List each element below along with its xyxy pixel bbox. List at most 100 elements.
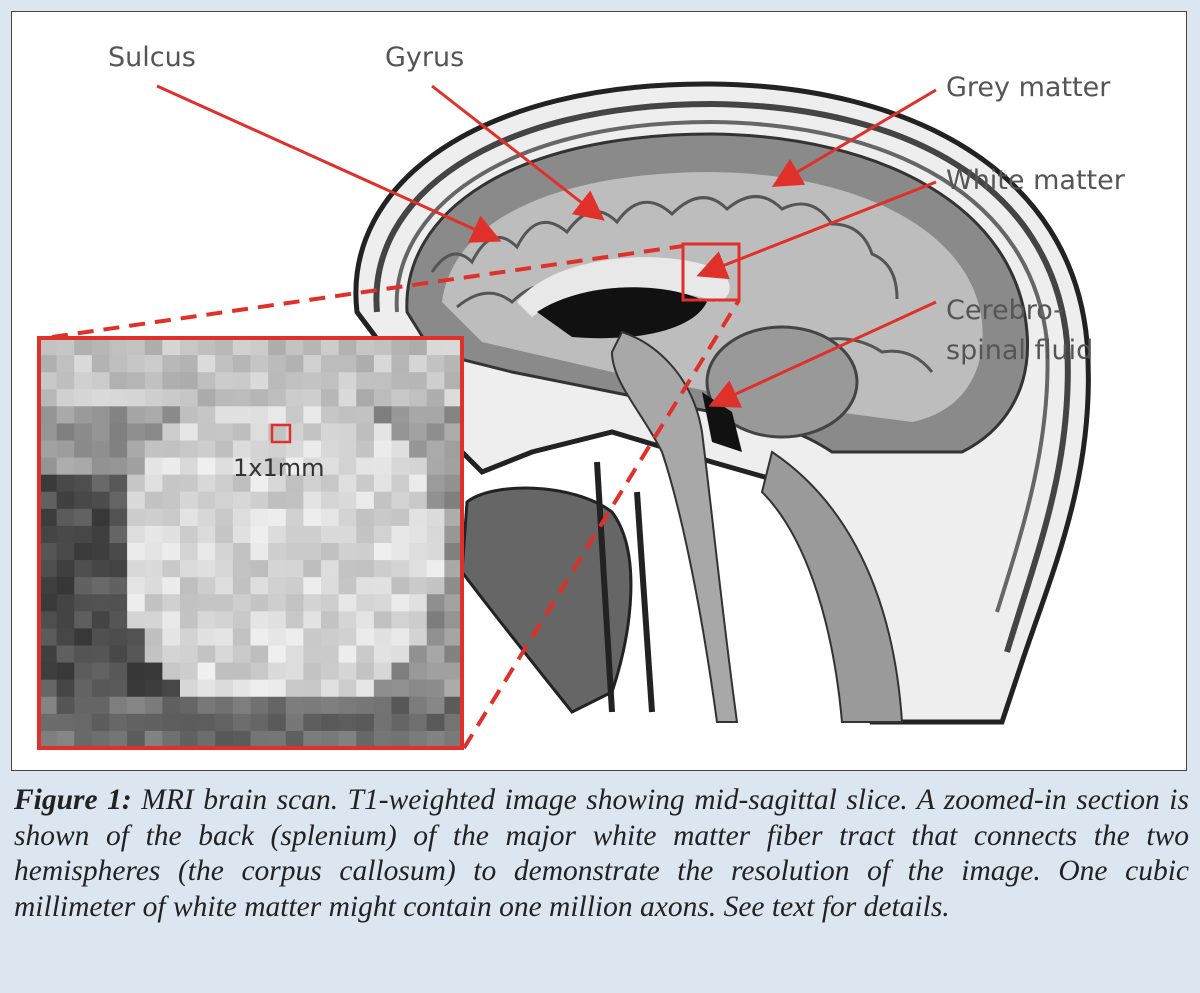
inset-pixel — [285, 389, 304, 407]
inset-pixel — [180, 713, 199, 732]
inset-pixel — [144, 423, 163, 441]
inset-pixel — [250, 560, 269, 578]
inset-pixel — [180, 594, 199, 612]
inset-pixel — [409, 525, 428, 544]
inset-pixel — [338, 508, 357, 527]
inset-pixel — [215, 440, 234, 459]
inset-pixel — [303, 355, 322, 373]
inset-pixel — [91, 457, 110, 476]
inset-pixel — [373, 508, 392, 527]
inset-pixel — [109, 713, 128, 732]
inset-pixel — [444, 628, 463, 646]
inset-pixel — [321, 577, 340, 595]
inset-pixel — [91, 543, 110, 561]
inset-pixel — [109, 406, 128, 424]
inset-pixel — [426, 338, 445, 356]
inset-pixel — [180, 577, 199, 595]
inset-pixel — [56, 355, 75, 373]
inset-pixel — [144, 508, 163, 527]
inset-pixel — [232, 730, 251, 749]
inset-pixel — [268, 355, 287, 373]
inset-frame — [37, 336, 464, 750]
inset-pixel — [109, 594, 128, 612]
inset-pixel — [109, 372, 128, 390]
label-csf-line2: spinal fluid — [946, 335, 1094, 366]
inset-pixel — [109, 662, 128, 681]
inset-pixel — [391, 713, 410, 732]
inset-pixel — [144, 491, 163, 510]
inset-pixel — [56, 406, 75, 424]
inset-pixel — [268, 389, 287, 407]
inset-pixel — [338, 543, 357, 561]
inset-pixel — [268, 560, 287, 578]
inset-pixel — [162, 338, 181, 356]
inset-pixel — [180, 355, 199, 373]
inset-pixel — [391, 525, 410, 544]
inset-pixel — [215, 577, 234, 595]
inset-pixel — [426, 440, 445, 459]
inset-pixel — [197, 355, 216, 373]
inset-pixel — [74, 594, 93, 612]
inset-pixel — [338, 679, 357, 698]
inset-pixel — [197, 713, 216, 732]
inset-pixel — [162, 423, 181, 441]
inset-pixel — [444, 508, 463, 527]
inset-pixel — [74, 457, 93, 476]
inset-pixel — [373, 645, 392, 664]
inset-pixel — [268, 611, 287, 629]
inset-pixel — [303, 560, 322, 578]
inset-pixel — [338, 577, 357, 595]
inset-pixel — [109, 543, 128, 561]
inset-pixel — [109, 696, 128, 715]
inset-pixel — [268, 696, 287, 715]
inset-pixel — [162, 628, 181, 646]
inset-pixel — [162, 474, 181, 493]
inset-pixel — [39, 406, 58, 424]
inset-pixel — [268, 525, 287, 544]
inset-pixel — [285, 679, 304, 698]
inset-pixel — [215, 696, 234, 715]
inset-pixel — [409, 679, 428, 698]
inset-pixel — [285, 406, 304, 424]
inset-pixel — [391, 696, 410, 715]
inset-pixel — [144, 560, 163, 578]
inset-pixel — [144, 372, 163, 390]
inset-pixel — [232, 389, 251, 407]
inset-pixel — [285, 491, 304, 510]
inset-pixel — [56, 440, 75, 459]
inset-pixel — [232, 423, 251, 441]
inset-pixel — [250, 594, 269, 612]
inset-pixel — [250, 457, 269, 476]
brainstem — [610, 330, 739, 723]
inset-pixel — [444, 679, 463, 698]
inset-pixel — [180, 508, 199, 527]
inset-pixel — [74, 730, 93, 749]
inset-pixel — [127, 372, 146, 390]
inset-pixel — [56, 474, 75, 493]
inset-pixel — [215, 628, 234, 646]
inset-pixel — [338, 474, 357, 493]
inset-pixel — [285, 474, 304, 493]
inset-pixel — [285, 372, 304, 390]
inset-pixel — [285, 355, 304, 373]
inset-pixel — [285, 508, 304, 527]
inset-pixel — [391, 679, 410, 698]
inset-pixel — [39, 389, 58, 407]
inset-pixel — [426, 474, 445, 493]
inset-pixel — [127, 338, 146, 356]
inset-pixel — [232, 628, 251, 646]
inset-pixel — [356, 525, 375, 544]
inset-pixel — [39, 628, 58, 646]
inset-pixel — [91, 372, 110, 390]
inset-pixel — [180, 372, 199, 390]
inset-pixel — [356, 491, 375, 510]
inset-pixel — [285, 338, 304, 356]
inset-pixel — [426, 679, 445, 698]
mri-illustration — [37, 81, 1091, 750]
inset-pixel — [250, 645, 269, 664]
inset-pixel — [197, 662, 216, 681]
inset-pixel — [373, 423, 392, 441]
inset-pixel — [144, 611, 163, 629]
inset-pixel — [250, 508, 269, 527]
inset-pixel — [91, 594, 110, 612]
